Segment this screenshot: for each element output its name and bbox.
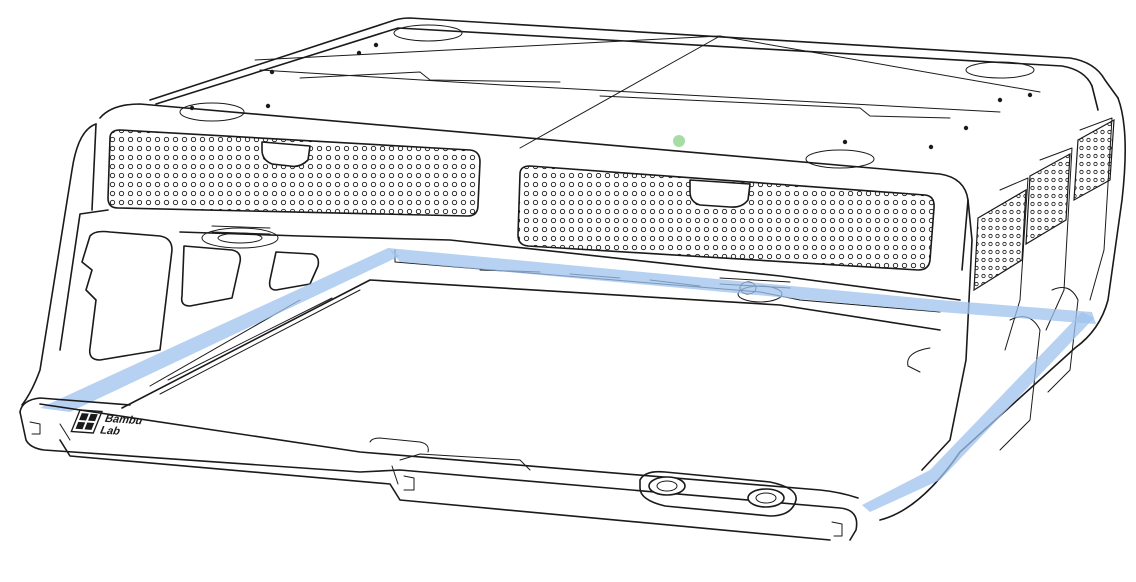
front-buttons <box>639 470 797 517</box>
status-led-icon <box>673 135 685 147</box>
led-light-strip <box>40 248 1096 512</box>
left-front-vent <box>107 129 481 217</box>
logo-text-line1: Bambu <box>103 413 145 427</box>
right-front-vent <box>517 165 935 271</box>
base-lip <box>19 397 859 541</box>
bambu-lab-logo: Bambu Lab <box>70 409 145 438</box>
top-lid <box>149 17 1119 169</box>
light-button-icon[interactable] <box>747 488 785 508</box>
side-vents <box>973 118 1115 292</box>
logo-text-line2: Lab <box>98 425 122 438</box>
power-button-icon[interactable] <box>648 476 686 496</box>
